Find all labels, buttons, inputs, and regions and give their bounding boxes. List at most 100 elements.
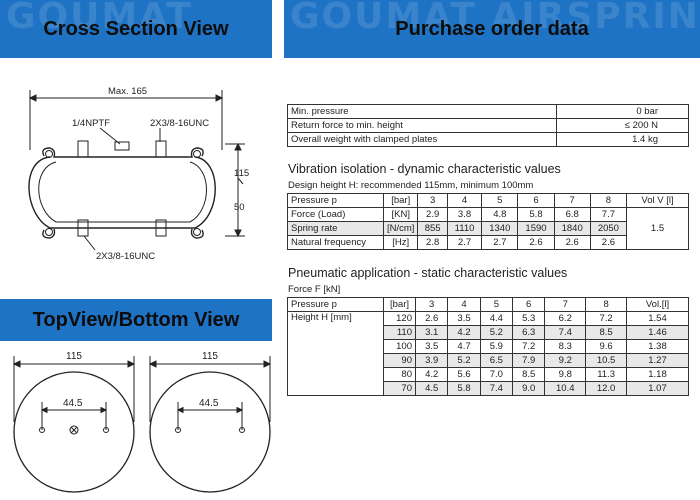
table-cell: Height H [mm] xyxy=(287,311,384,396)
table-cell: 70 xyxy=(383,381,416,396)
table-cell: 7.9 xyxy=(512,353,546,368)
bottom-diameter-label: 115 xyxy=(202,351,218,362)
table-cell: 5.6 xyxy=(447,367,481,382)
table-cell: 0 bar xyxy=(556,104,689,119)
table-row: Pressure p [bar] 3 4 5 6 7 8 Vol.[l] xyxy=(287,297,689,312)
table-cell: 4.5 xyxy=(414,381,449,396)
table-cell: [bar] xyxy=(383,297,416,312)
table-cell: 1.46 xyxy=(626,325,689,340)
table-row: Force (Load) [KN] 2.9 3.8 4.8 5.8 6.8 7.… xyxy=(287,207,689,250)
table-cell: 12.0 xyxy=(585,381,627,396)
top-view-drawings: 115 44.5 115 44.5 xyxy=(12,351,272,493)
table-cell: 5.9 xyxy=(479,339,514,354)
table-cell: 120 xyxy=(383,311,416,326)
table-cell: 1.4 kg xyxy=(556,132,689,147)
table-cell: 4.7 xyxy=(447,339,481,354)
table-cell: 7.2 xyxy=(585,311,627,326)
stud-top-left xyxy=(77,140,89,158)
table-cell: 855 xyxy=(417,221,448,236)
bolt-hole-right xyxy=(239,427,245,433)
table-cell: 1590 xyxy=(517,221,555,236)
table-cell: 4.2 xyxy=(447,325,481,340)
table-cell: 6 xyxy=(517,193,555,208)
pneumatic-table: Pressure p [bar] 3 4 5 6 7 8 Vol.[l] Hei… xyxy=(287,297,689,396)
table-cell: 90 xyxy=(383,353,416,368)
table-cell: 6 xyxy=(512,297,546,312)
topview-title: TopView/Bottom View xyxy=(32,308,240,331)
table-cell: 5 xyxy=(479,297,514,312)
table-cell: 100 xyxy=(383,339,416,354)
table-cell: 3.8 xyxy=(446,207,483,222)
purchase-title: Purchase order data xyxy=(395,17,589,40)
cross-section-drawing: Max. 165 1/4NPTF 2X3/8-16UNC 2X3/8-16UNC… xyxy=(28,86,249,262)
table-cell: 1.54 xyxy=(626,311,689,326)
table-cell: 1.18 xyxy=(626,367,689,382)
table-row: Overall weight with clamped plates 1.4 k… xyxy=(286,132,689,147)
table-cell: 8 xyxy=(589,193,628,208)
table-cell: 10.4 xyxy=(544,381,587,396)
pneumatic-title: Pneumatic application - static character… xyxy=(288,266,568,280)
table-cell: 1340 xyxy=(481,221,519,236)
cross-section-banner: GOUMAT Cross Section View xyxy=(0,0,272,58)
table-cell: 2050 xyxy=(589,221,628,236)
vibration-subtitle: Design height H: recommended 115mm, mini… xyxy=(288,180,534,191)
bolt-hole-left xyxy=(39,427,45,433)
table-cell: 2.6 xyxy=(589,235,628,250)
table-row: 70 4.5 5.8 7.4 9.0 10.4 12.0 1.07 xyxy=(288,381,689,396)
table-cell: 3.5 xyxy=(414,339,449,354)
table-cell: ≤ 200 N xyxy=(556,118,689,133)
table-cell: 6.5 xyxy=(479,353,514,368)
table-cell: 8.5 xyxy=(512,367,546,382)
table-cell: 3.1 xyxy=(414,325,449,340)
max-width-label: Max. 165 xyxy=(108,86,147,97)
table-cell: 5.2 xyxy=(447,353,481,368)
table-cell: 2.6 xyxy=(517,235,555,250)
table-row: Spring rate [N/cm] 855 1110 1340 1590 18… xyxy=(287,221,689,236)
table-cell: 11.3 xyxy=(585,367,627,382)
table-cell: 8 xyxy=(585,297,627,312)
cross-section-title: Cross Section View xyxy=(43,17,229,40)
table-cell: 2.6 xyxy=(553,235,591,250)
table-cell: 2.7 xyxy=(446,235,483,250)
table-cell: 2.7 xyxy=(481,235,519,250)
table-row: 90 3.9 5.2 6.5 7.9 9.2 10.5 1.27 xyxy=(288,353,689,368)
bellows-outline xyxy=(28,156,216,229)
vibration-table: Pressure p [bar] 3 4 5 6 7 8 Vol V [l] F… xyxy=(287,193,689,250)
table-cell: 7 xyxy=(553,193,591,208)
table-cell: Pressure p xyxy=(287,193,384,208)
thread-top-label: 2X3/8-16UNC xyxy=(150,118,209,129)
topview-banner: TopView/Bottom View xyxy=(0,299,272,341)
table-cell: Natural frequency xyxy=(287,235,384,250)
table-cell: 3 xyxy=(417,193,448,208)
table-row: Height H [mm] 120 2.6 3.5 4.4 5.3 6.2 7.… xyxy=(287,311,689,396)
table-cell: 10.5 xyxy=(585,353,627,368)
table-row: Return force to min. height ≤ 200 N xyxy=(286,118,689,133)
table-cell: 7.4 xyxy=(544,325,587,340)
table-cell: 4.4 xyxy=(479,311,514,326)
table-cell: 1110 xyxy=(446,221,483,236)
table-cell: 5.3 xyxy=(512,311,546,326)
table-cell: 1.38 xyxy=(626,339,689,354)
table-cell: 5.8 xyxy=(447,381,481,396)
top-diameter-label: 115 xyxy=(66,351,82,362)
table-cell: 8.3 xyxy=(544,339,587,354)
table-cell: 9.0 xyxy=(512,381,546,396)
table-cell: 9.6 xyxy=(585,339,627,354)
table-row: Min. pressure 0 bar xyxy=(286,104,689,119)
table-cell: 6.3 xyxy=(512,325,546,340)
table-cell: 1.5 xyxy=(626,207,689,250)
table-cell: Vol.[l] xyxy=(626,297,689,312)
table-cell: 1840 xyxy=(553,221,591,236)
bottom-plate xyxy=(42,228,204,239)
port-label: 1/4NPTF xyxy=(72,118,110,129)
table-cell: 4.2 xyxy=(414,367,449,382)
purchase-banner: GOUMAT AIRSPRING Purchase order data xyxy=(284,0,700,58)
table-cell: 7.4 xyxy=(479,381,514,396)
general-specs-table: Min. pressure 0 bar Return force to min.… xyxy=(286,104,689,147)
table-cell: 7.2 xyxy=(512,339,546,354)
stud-bottom-left xyxy=(77,219,89,237)
bolt-hole-right xyxy=(103,427,109,433)
table-cell: 7.7 xyxy=(589,207,628,222)
top-spacing-label: 44.5 xyxy=(63,398,83,409)
table-cell: 2.8 xyxy=(417,235,448,250)
